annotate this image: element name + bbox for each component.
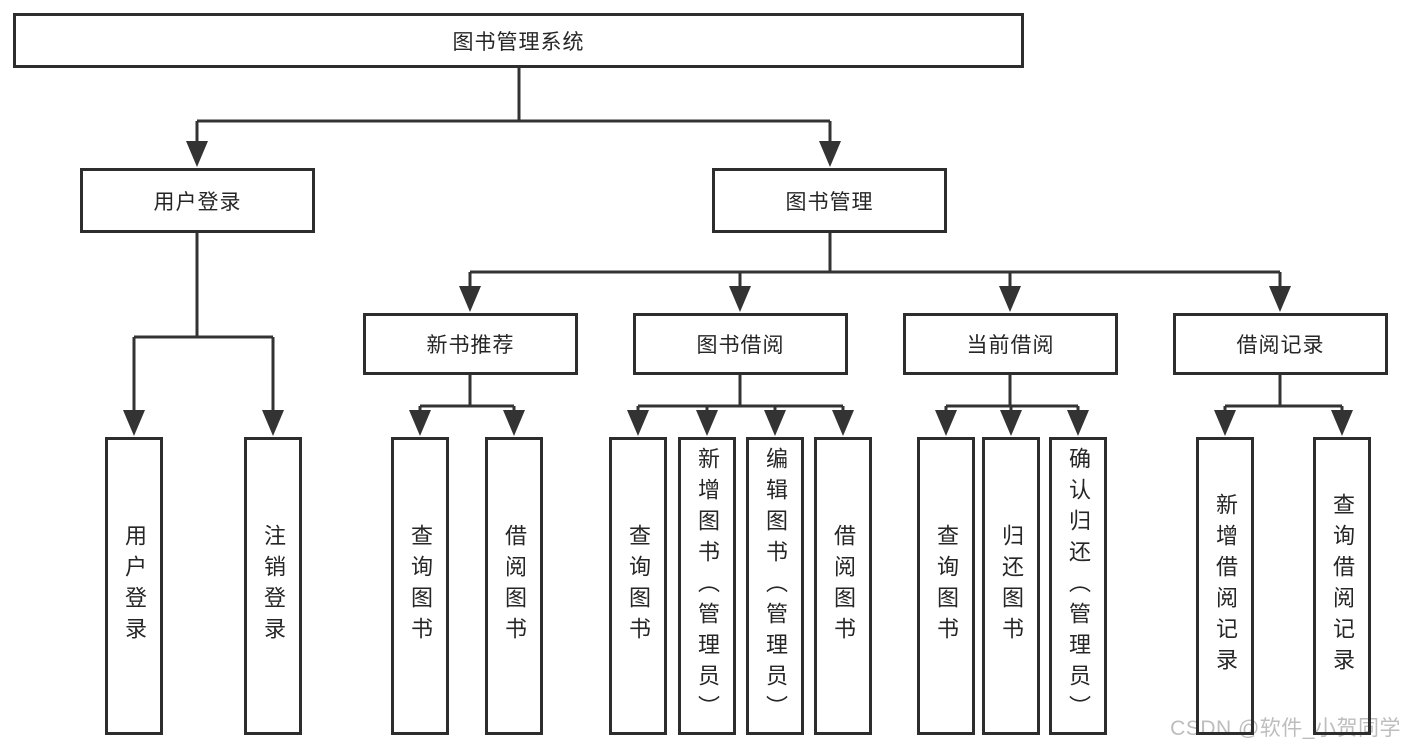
- leaf-query-book-current: 查询图书: [917, 437, 975, 735]
- arrowheads: [123, 141, 1353, 436]
- node-new-book-recommend: 新书推荐: [363, 313, 578, 375]
- node-current-borrow: 当前借阅: [903, 313, 1118, 375]
- node-label: 注销登录: [261, 524, 286, 648]
- node-label: 当前借阅: [966, 334, 1055, 357]
- node-label: 查询图书: [626, 524, 651, 648]
- node-user-login: 用户登录: [80, 168, 315, 233]
- node-book-management: 图书管理: [712, 168, 947, 233]
- node-label: 借阅图书: [831, 524, 856, 648]
- leaf-add-book-admin: 新增图书（管理员）: [678, 437, 736, 735]
- node-label: 查询借阅记录: [1330, 493, 1355, 679]
- node-label: 借阅记录: [1236, 334, 1325, 357]
- node-label: 图书借阅: [696, 334, 785, 357]
- node-library-system: 图书管理系统: [13, 13, 1024, 68]
- leaf-query-borrow-record: 查询借阅记录: [1313, 437, 1371, 735]
- leaf-query-book-recommend: 查询图书: [391, 437, 449, 735]
- node-label: 编辑图书（管理员）: [763, 446, 788, 726]
- node-label: 查询图书: [934, 524, 959, 648]
- node-label: 图书管理: [785, 190, 874, 214]
- node-label: 查询图书: [408, 524, 433, 648]
- node-label: 用户登录: [122, 524, 147, 648]
- node-label: 用户登录: [153, 190, 242, 214]
- node-label: 确认归还（管理员）: [1066, 446, 1091, 726]
- leaf-borrow-book: 借阅图书: [814, 437, 872, 735]
- leaf-edit-book-admin: 编辑图书（管理员）: [746, 437, 804, 735]
- leaf-logout: 注销登录: [244, 437, 302, 735]
- node-label: 新增借阅记录: [1213, 493, 1238, 679]
- leaf-user-login: 用户登录: [105, 437, 163, 735]
- leaf-borrow-book-recommend: 借阅图书: [485, 437, 543, 735]
- node-borrow-record: 借阅记录: [1173, 313, 1388, 375]
- node-label: 新增图书（管理员）: [695, 446, 720, 726]
- node-book-borrow: 图书借阅: [633, 313, 848, 375]
- leaf-confirm-return-admin: 确认归还（管理员）: [1049, 437, 1107, 735]
- leaf-query-book-borrow: 查询图书: [609, 437, 667, 735]
- leaf-add-borrow-record: 新增借阅记录: [1196, 437, 1254, 735]
- node-label: 归还图书: [999, 524, 1024, 648]
- leaf-return-book: 归还图书: [982, 437, 1040, 735]
- node-label: 新书推荐: [426, 334, 515, 357]
- node-label: 图书管理系统: [452, 30, 585, 54]
- node-label: 借阅图书: [502, 524, 527, 648]
